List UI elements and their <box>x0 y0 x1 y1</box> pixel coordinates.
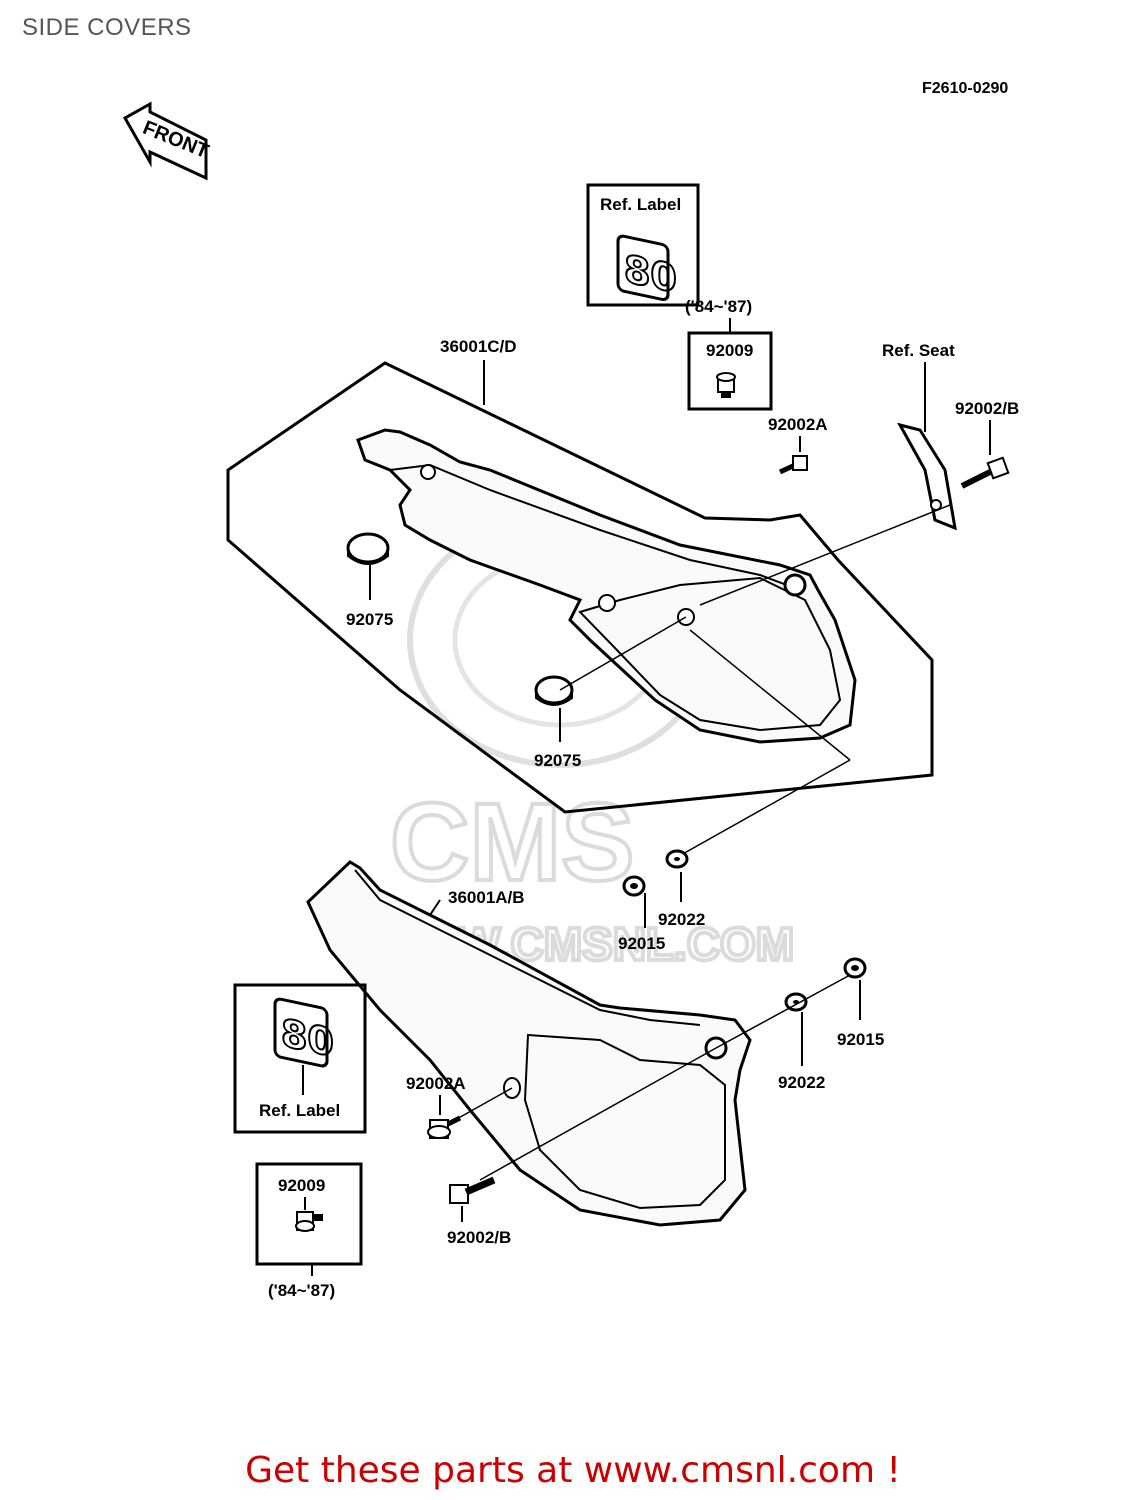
part-92015-right-label: 92015 <box>837 1030 884 1049</box>
ref-label-box-top: Ref. Label 80 <box>586 183 700 307</box>
side-cover-upper <box>356 428 857 744</box>
grommet-bottom-icon <box>295 1211 323 1232</box>
years-top-label: ('84~'87) <box>685 297 752 316</box>
part-92015-mid-label: 92015 <box>618 934 665 953</box>
bolt-92002a-bottom-icon <box>427 1115 462 1139</box>
part-92075-mid-label: 92075 <box>534 751 581 770</box>
grommet-icon <box>716 372 736 398</box>
part-92002b-bottom-label: 92002/B <box>447 1228 511 1247</box>
bolt-92002a-top-icon <box>778 455 808 475</box>
part-92009-bottom-label: 92009 <box>278 1176 325 1195</box>
page-title: SIDE COVERS <box>22 14 192 41</box>
part-92002a-top-label: 92002A <box>768 415 828 434</box>
upper-group-outline <box>226 361 934 814</box>
part-36001cd-label: 36001C/D <box>440 337 517 356</box>
washer-92022-mid-icon <box>665 849 689 869</box>
part-92022-right-label: 92022 <box>778 1073 825 1092</box>
ref-label-box-bottom: 80 Ref. Label <box>233 983 367 1134</box>
years-bottom-label: ('84~'87) <box>268 1281 335 1300</box>
front-arrow: FRONT <box>122 101 212 181</box>
badge-80-bottom-icon: 80 <box>273 997 335 1068</box>
washer-92022-right-icon <box>784 992 808 1012</box>
grommet-92075-mid-icon <box>534 675 574 706</box>
bolt-92002b-top-icon <box>960 456 1010 489</box>
part-92009-box-bottom: 92009 <box>255 1162 363 1266</box>
part-36001ab-label: 36001A/B <box>448 888 525 907</box>
ref-label-bottom-text: Ref. Label <box>259 1101 340 1120</box>
bolt-92002b-bottom-icon <box>449 1176 496 1204</box>
ref-seat-label: Ref. Seat <box>882 341 955 360</box>
side-cover-lower <box>306 860 752 1227</box>
nut-92015-mid-icon <box>622 875 646 897</box>
part-92002b-top-label: 92002/B <box>955 399 1019 418</box>
diagram-code: F2610-0290 <box>922 80 1009 97</box>
part-92009-box-top: 92009 <box>687 331 773 411</box>
nut-92015-right-icon <box>843 957 867 979</box>
part-92002a-bottom-label: 92002A <box>406 1074 466 1093</box>
footer-parts-link[interactable]: Get these parts at www.cmsnl.com ! <box>245 1450 901 1491</box>
part-92009-top-label: 92009 <box>706 341 753 360</box>
seat-bracket <box>897 422 957 531</box>
ref-label-top-text: Ref. Label <box>600 195 681 214</box>
parts-diagram: CMS WWW.CMSNL.COM FRONT Ref. Label 80 ('… <box>122 101 1019 1300</box>
watermark-brand: CMS <box>390 781 634 904</box>
badge-80-icon: 80 <box>616 234 678 303</box>
grommet-92075-left-icon <box>346 532 390 565</box>
part-92022-mid-label: 92022 <box>658 910 705 929</box>
part-92075-left-label: 92075 <box>346 610 393 629</box>
